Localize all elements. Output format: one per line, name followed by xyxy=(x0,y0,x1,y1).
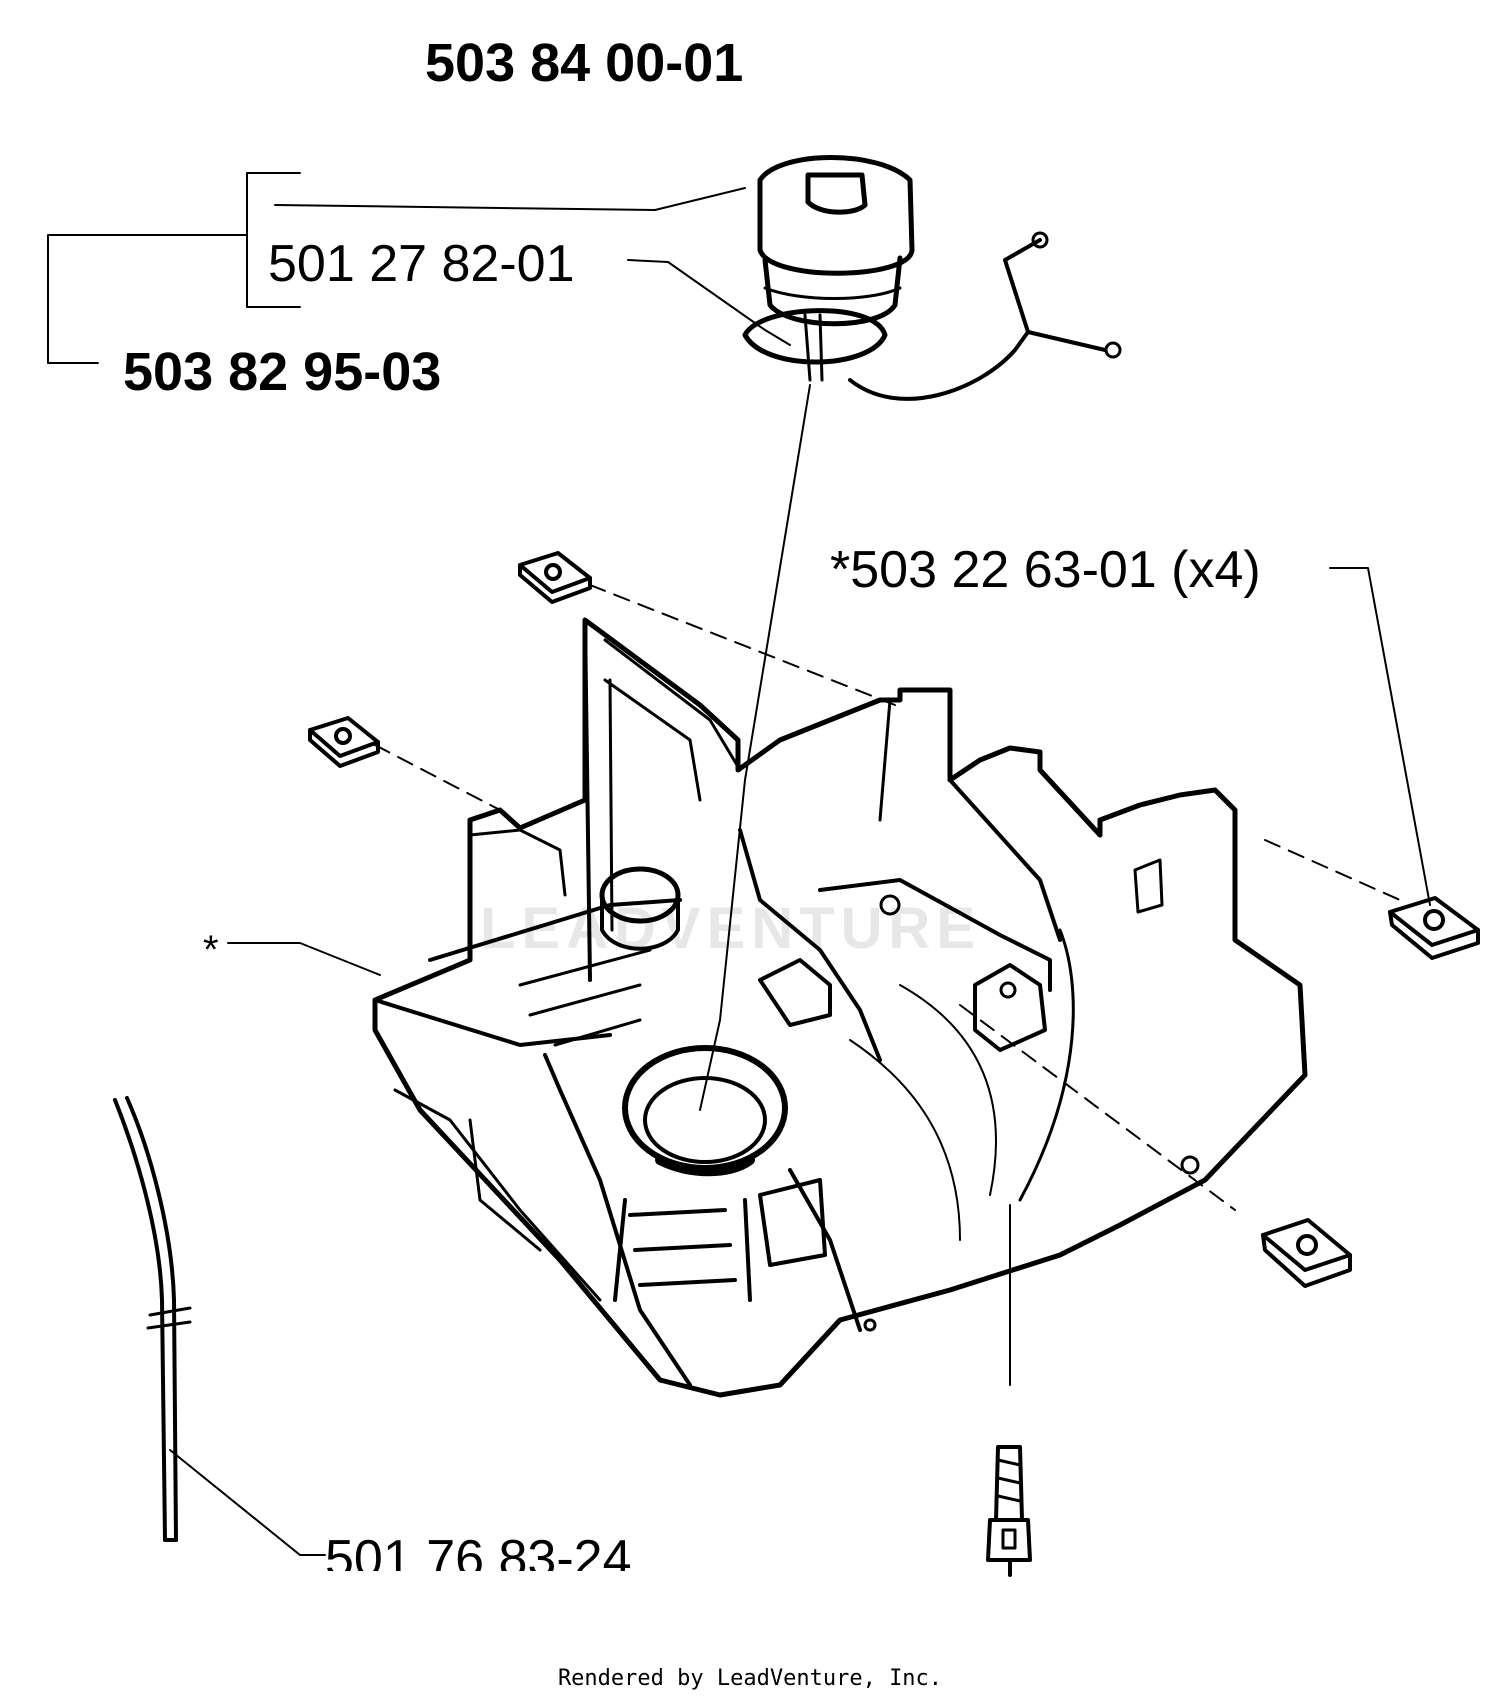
nut-leaders xyxy=(374,584,1401,1211)
watermark-text: LEADVENTURE xyxy=(480,896,982,961)
cap-kit-part-number: 503 82 95-03 xyxy=(123,342,442,402)
nut-4 xyxy=(1261,1218,1352,1288)
fuel-tank xyxy=(372,617,1308,1398)
fuel-hose xyxy=(113,1096,192,1542)
fuel-cap-part-number: 501 27 82-01 xyxy=(268,235,575,293)
nuts xyxy=(308,551,1480,1288)
nut-2 xyxy=(308,716,380,768)
nut-1 xyxy=(518,551,592,604)
nut-part-number: *503 22 63-01 (x4) xyxy=(830,541,1261,599)
screw xyxy=(986,1445,1032,1577)
fuel-cap xyxy=(742,155,1122,401)
kit-bracket xyxy=(47,172,301,364)
leader-lines xyxy=(169,187,1431,1556)
fuel-hose-part-number: 501 76 83-24 xyxy=(325,1533,632,1571)
footer-credit: Rendered by LeadVenture, Inc. xyxy=(557,1666,943,1691)
nut-3 xyxy=(1388,896,1480,960)
tank-marker: * xyxy=(203,928,219,972)
assembly-part-number: 503 84 00-01 xyxy=(425,33,744,93)
